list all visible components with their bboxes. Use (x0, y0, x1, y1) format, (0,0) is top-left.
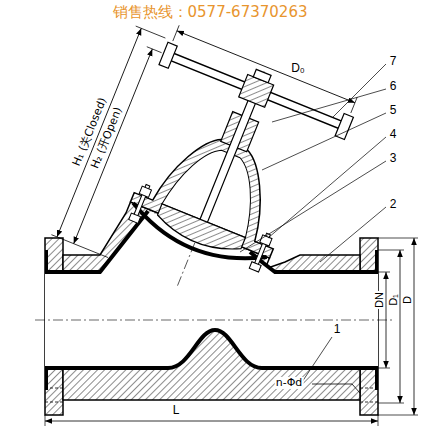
bonnet-assembly (51, 10, 360, 323)
callout-number: 6 (389, 80, 398, 93)
callout-number: 1 (333, 323, 342, 336)
center-line (35, 320, 392, 321)
callout-number: 5 (389, 104, 398, 117)
weir-lining (45, 330, 378, 368)
flange-lining (375, 250, 378, 272)
handwheel-rim (159, 42, 177, 68)
extension-line (378, 238, 418, 239)
leader-line (312, 384, 360, 393)
handwheel (169, 53, 343, 129)
bolt-hole (360, 388, 378, 389)
extension-line (45, 415, 46, 426)
leader-line (262, 113, 386, 170)
sales-hotline: 销售热线：0577-67370263 (112, 4, 309, 21)
leader-line (268, 137, 386, 238)
nut (249, 262, 261, 272)
nut (129, 213, 141, 223)
dimension-line (45, 421, 378, 422)
extension-line (147, 47, 162, 53)
callout-number: 7 (389, 55, 398, 68)
extension-line (351, 97, 357, 113)
extension-line (378, 368, 390, 369)
extension-line (378, 415, 379, 426)
bolt-hole (45, 388, 63, 389)
callout-number: 3 (389, 152, 398, 165)
bolt-hole (45, 402, 63, 403)
extension-line (51, 235, 108, 258)
flange-lining (45, 250, 48, 272)
dimension-label: DN (373, 291, 385, 309)
callout-number: 4 (389, 128, 398, 141)
dimension-line (386, 272, 387, 368)
dimension-label: L (172, 404, 181, 417)
extension-line (136, 26, 166, 38)
leader-line (272, 89, 386, 122)
handwheel-rim (335, 114, 353, 140)
callout-number: 2 (389, 198, 398, 211)
leader-line (320, 207, 386, 262)
diaphragm (126, 203, 267, 275)
dimension-line (57, 28, 141, 237)
bolt-hole (360, 402, 378, 403)
dimension-label: D₀ (290, 62, 306, 75)
dimension-label: D₁ (387, 293, 399, 307)
extension-line (173, 25, 179, 41)
dimension-line (177, 31, 355, 103)
dimension-label: D (401, 295, 413, 305)
leader-line (300, 337, 332, 385)
nut (139, 186, 151, 197)
stem (196, 89, 260, 231)
flange-lining (375, 368, 378, 390)
top-nut (253, 69, 271, 82)
flange-lining (45, 368, 48, 390)
leader-line (240, 161, 386, 252)
dimension-line (400, 250, 401, 403)
extension-line (378, 415, 418, 416)
dimension-label: n-Φd (275, 377, 304, 389)
extension-line (378, 272, 390, 273)
dimension-line (414, 238, 415, 415)
